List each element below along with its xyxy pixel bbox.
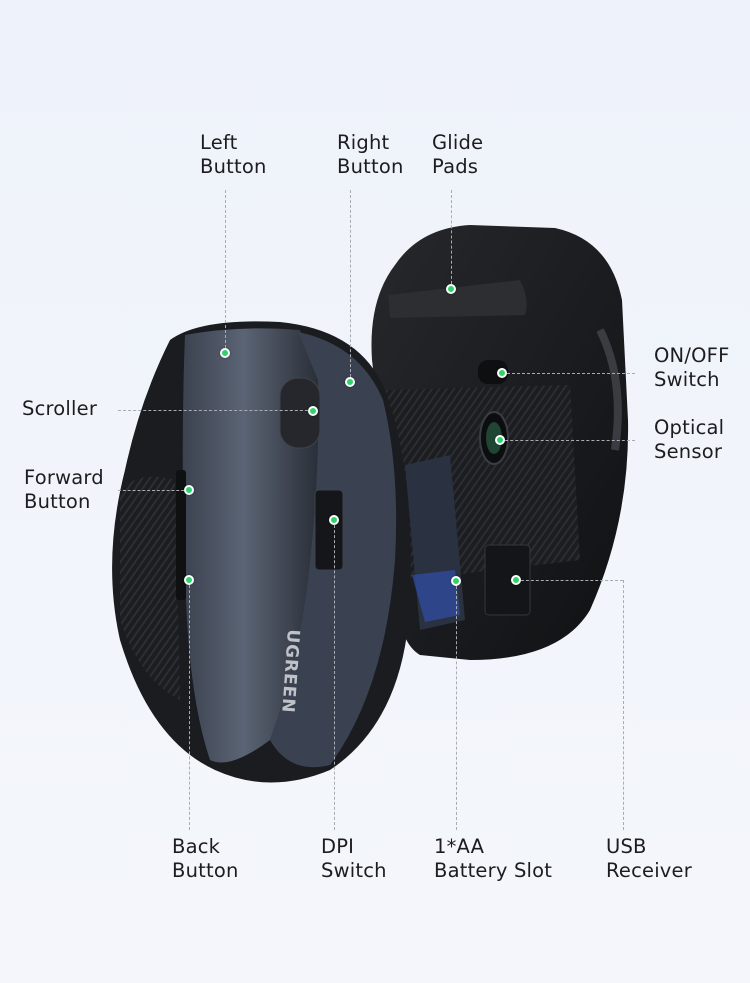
back-button-marker [184, 575, 194, 585]
label-line: Scroller [22, 397, 98, 420]
left-button-leader [225, 190, 226, 353]
label-line: Button [200, 155, 267, 178]
label-line: Sensor [654, 440, 723, 463]
glide-pads-marker [446, 284, 456, 294]
label-line: USB [606, 835, 647, 858]
forward-button-leader [118, 490, 189, 491]
forward-button-marker [184, 485, 194, 495]
label-line: Back [172, 835, 221, 858]
label-line: Glide [432, 131, 484, 154]
label-scroller: Scroller [22, 397, 97, 421]
usb-receiver-leader-h [516, 580, 623, 581]
label-battery-slot: 1*AA Battery Slot [434, 835, 552, 883]
label-back-button: Back Button [172, 835, 239, 883]
label-line: Battery Slot [434, 859, 553, 882]
label-line: Receiver [606, 859, 692, 882]
label-line: Left [200, 131, 238, 154]
label-line: DPI [321, 835, 355, 858]
label-left-button: Left Button [200, 131, 267, 179]
label-line: Button [24, 490, 91, 513]
label-line: Switch [654, 368, 720, 391]
label-line: ON/OFF [654, 344, 730, 367]
back-button-leader [189, 580, 190, 830]
label-line: 1*AA [434, 835, 485, 858]
glide-pads-leader [451, 190, 452, 289]
battery-slot-leader [456, 581, 457, 830]
label-line: Pads [432, 155, 479, 178]
left-button-marker [220, 348, 230, 358]
label-dpi-switch: DPI Switch [321, 835, 387, 883]
label-line: Switch [321, 859, 387, 882]
label-usb-receiver: USB Receiver [606, 835, 692, 883]
right-button-marker [345, 377, 355, 387]
label-on-off-switch: ON/OFF Switch [654, 344, 730, 392]
optical-sensor-leader [500, 440, 635, 441]
label-forward-button: Forward Button [24, 466, 104, 514]
label-right-button: Right Button [337, 131, 404, 179]
dpi-switch-leader [334, 520, 335, 830]
right-button-leader [350, 190, 351, 382]
on-off-switch-marker [497, 368, 507, 378]
label-line: Button [337, 155, 404, 178]
label-line: Optical [654, 416, 725, 439]
label-line: Forward [24, 466, 104, 489]
label-line: Right [337, 131, 390, 154]
label-line: Button [172, 859, 239, 882]
dpi-switch-marker [329, 515, 339, 525]
usb-receiver-leader-v [623, 580, 624, 830]
on-off-switch-leader [502, 373, 635, 374]
scroller-leader [118, 410, 313, 411]
scroller-marker [308, 406, 318, 416]
battery-slot-marker [451, 576, 461, 586]
mouse-top-view [112, 321, 411, 783]
optical-sensor-marker [495, 435, 505, 445]
label-optical-sensor: Optical Sensor [654, 416, 724, 464]
usb-receiver-marker [511, 575, 521, 585]
label-glide-pads: Glide Pads [432, 131, 483, 179]
